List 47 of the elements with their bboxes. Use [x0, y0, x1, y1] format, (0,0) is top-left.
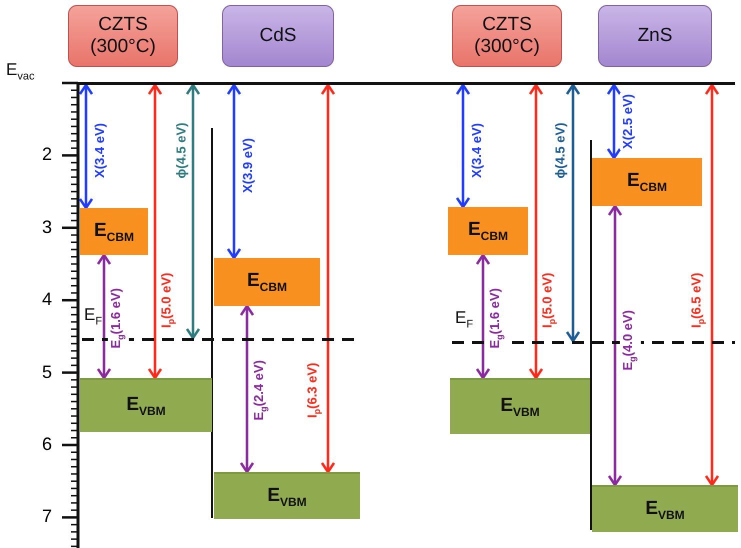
double-arrow — [528, 84, 544, 380]
tick-label: 2 — [40, 144, 52, 165]
double-arrow — [78, 84, 94, 210]
double-arrow — [320, 84, 336, 474]
valence-band — [80, 378, 212, 432]
tick-label: 7 — [40, 506, 52, 527]
material-box: ZnS — [598, 5, 712, 67]
level-label: E$_{vac}$ — [6, 60, 34, 82]
edge-label: ϕ(4.5 eV) — [174, 121, 188, 179]
valence-band — [592, 485, 738, 532]
band-label: E$_{CBM}$ — [94, 220, 134, 244]
tick-label: 6 — [40, 434, 52, 455]
valence-band — [450, 378, 590, 434]
double-arrow — [148, 84, 162, 380]
vacuum-level-line — [78, 82, 735, 85]
double-arrow — [608, 204, 622, 486]
double-arrow — [606, 84, 622, 160]
double-arrow — [96, 254, 112, 380]
band-label: E$_{VBM}$ — [645, 498, 685, 522]
band-label: E$_{CBM}$ — [246, 270, 287, 294]
band-label: E$_{VBM}$ — [126, 394, 166, 418]
band-label: E$_{CBM}$ — [468, 219, 508, 243]
band-label: E$_{VBM}$ — [267, 484, 307, 508]
level-label: E$_{F}$ — [455, 308, 474, 330]
valence-band — [214, 472, 360, 519]
level-label: E$_{F}$ — [84, 305, 102, 328]
double-arrow — [226, 84, 242, 260]
conduction-band — [214, 258, 320, 306]
band-label: E$_{CBM}$ — [626, 170, 667, 194]
conduction-band — [592, 158, 702, 206]
material-box: CdS — [222, 5, 334, 67]
double-arrow — [566, 84, 580, 342]
edge-label: ϕ(4.5 eV) — [552, 121, 568, 179]
double-arrow — [456, 84, 470, 208]
double-arrow — [186, 84, 200, 340]
material-box: CZTS (300°C) — [68, 5, 178, 67]
double-arrow — [240, 304, 254, 474]
double-arrow — [704, 84, 720, 486]
tick-label: 5 — [40, 362, 52, 383]
conduction-band — [448, 207, 528, 255]
band-label: E$_{VBM}$ — [500, 395, 540, 419]
material-box: CZTS (300°C) — [452, 5, 562, 67]
tick-label: 4 — [40, 289, 52, 310]
double-arrow — [476, 254, 490, 380]
conduction-band — [80, 208, 148, 255]
edge-label: X(2.5 eV) — [619, 92, 634, 150]
tick-label: 3 — [40, 217, 52, 238]
